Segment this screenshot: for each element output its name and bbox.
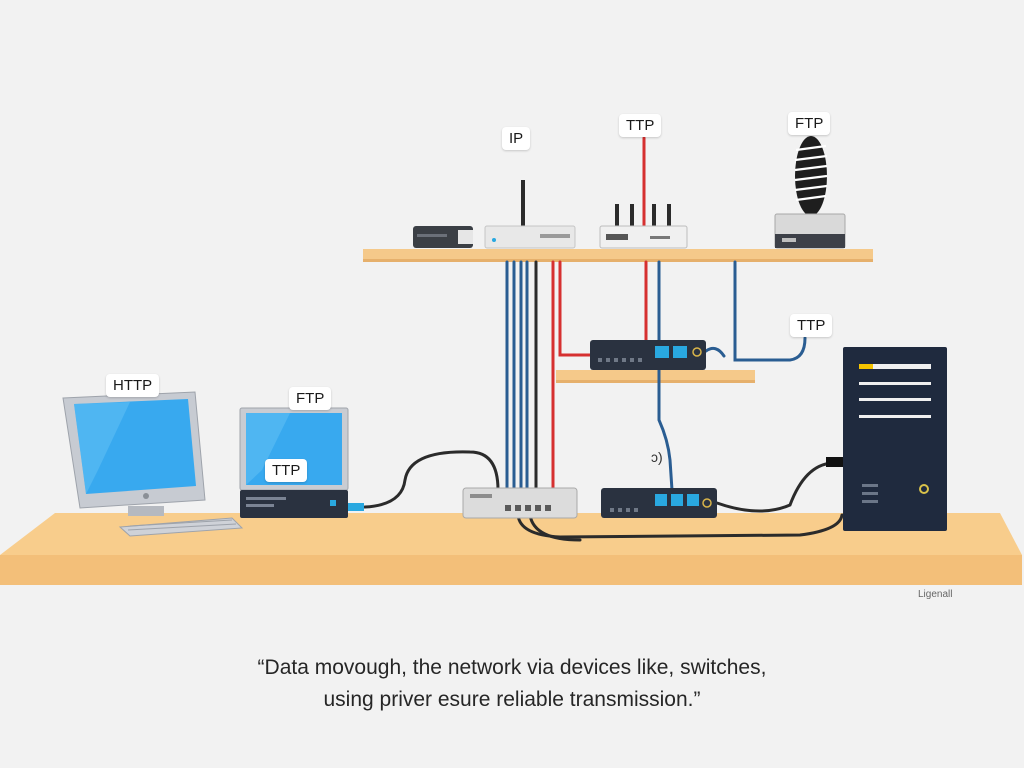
modem-device [413, 226, 473, 248]
caption-line-2: using priver esure reliable transmission… [323, 688, 701, 711]
ttp-protocol-label-top: TTP [619, 114, 662, 137]
floor-switch-right [601, 488, 717, 518]
signal-glyph: ↄ) [651, 449, 663, 465]
cables [363, 136, 844, 542]
multi-antenna-router [599, 204, 688, 249]
credit-text: Ligenall [918, 589, 953, 600]
ttp-protocol-label-screen: TTP [265, 459, 308, 482]
ftp-protocol-label-mid: FTP [289, 387, 332, 410]
ftp-protocol-label-top: FTP [788, 112, 831, 135]
middle-shelf [556, 370, 755, 383]
wireless-router [484, 180, 576, 249]
caption: “Data movough, the network via devices l… [0, 652, 1024, 716]
ttp-protocol-label-right: TTP [790, 314, 833, 337]
upper-shelf [363, 249, 873, 262]
striped-server [774, 136, 846, 249]
caption-line-1: “Data movough, the network via devices l… [257, 656, 767, 679]
middle-switch [590, 340, 706, 370]
http-protocol-label: HTTP [106, 374, 160, 397]
ip-protocol-label: IP [502, 127, 531, 150]
server-tower [826, 347, 947, 531]
desk [0, 513, 1022, 585]
floor-switch [462, 487, 578, 519]
